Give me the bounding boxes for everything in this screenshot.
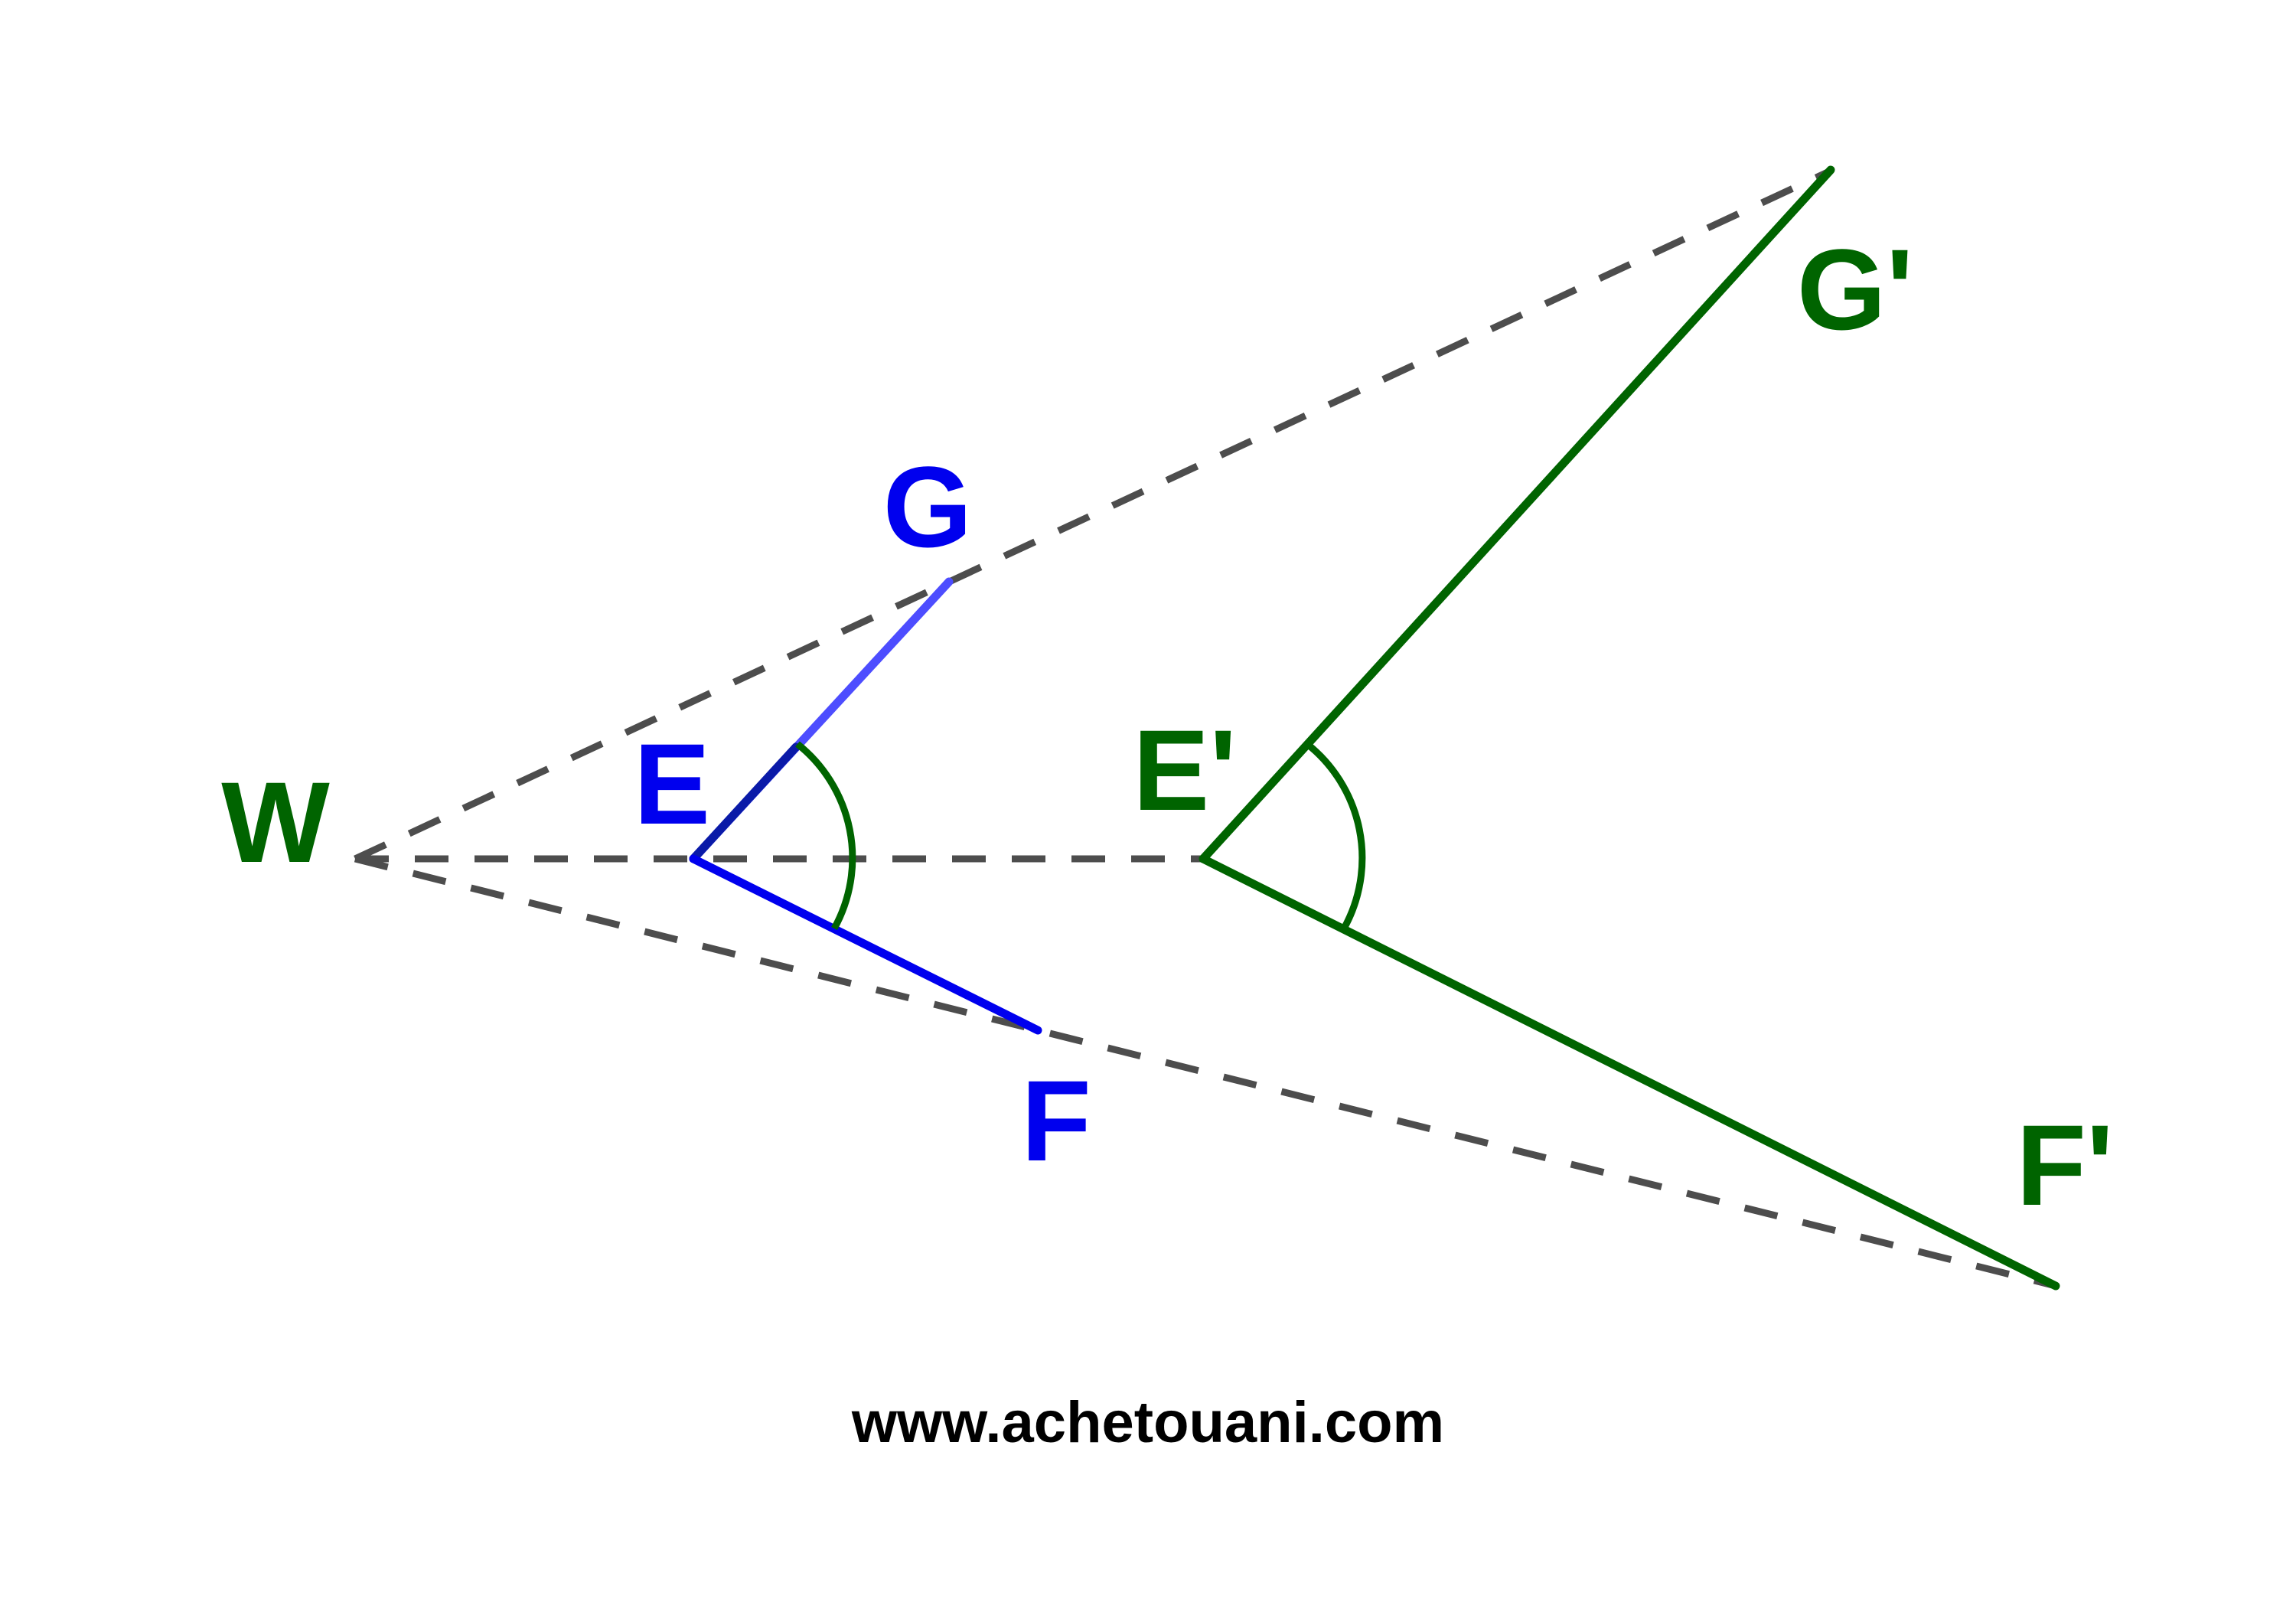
label-f-prime: F' xyxy=(2016,1101,2113,1229)
segment-e-prime-g-prime xyxy=(1199,165,1835,863)
label-e-prime: E' xyxy=(1133,706,1237,834)
label-w: W xyxy=(221,758,330,886)
watermark-url: www.achetouani.com xyxy=(851,1390,1444,1455)
label-f: F xyxy=(1021,1056,1091,1185)
label-g: G xyxy=(883,442,973,571)
angle-arc-e-prime xyxy=(1305,741,1366,931)
angle-arc-e xyxy=(795,741,856,931)
ray-w-to-g-prime xyxy=(354,168,1831,863)
segment-e-f xyxy=(689,854,1042,1035)
segment-e-g-dark-part xyxy=(689,742,801,863)
ray-w-to-f-prime xyxy=(354,855,2057,1290)
segment-e-prime-f-prime xyxy=(1199,854,2060,1291)
label-e: E xyxy=(634,720,710,848)
label-g-prime: G' xyxy=(1797,225,1913,354)
